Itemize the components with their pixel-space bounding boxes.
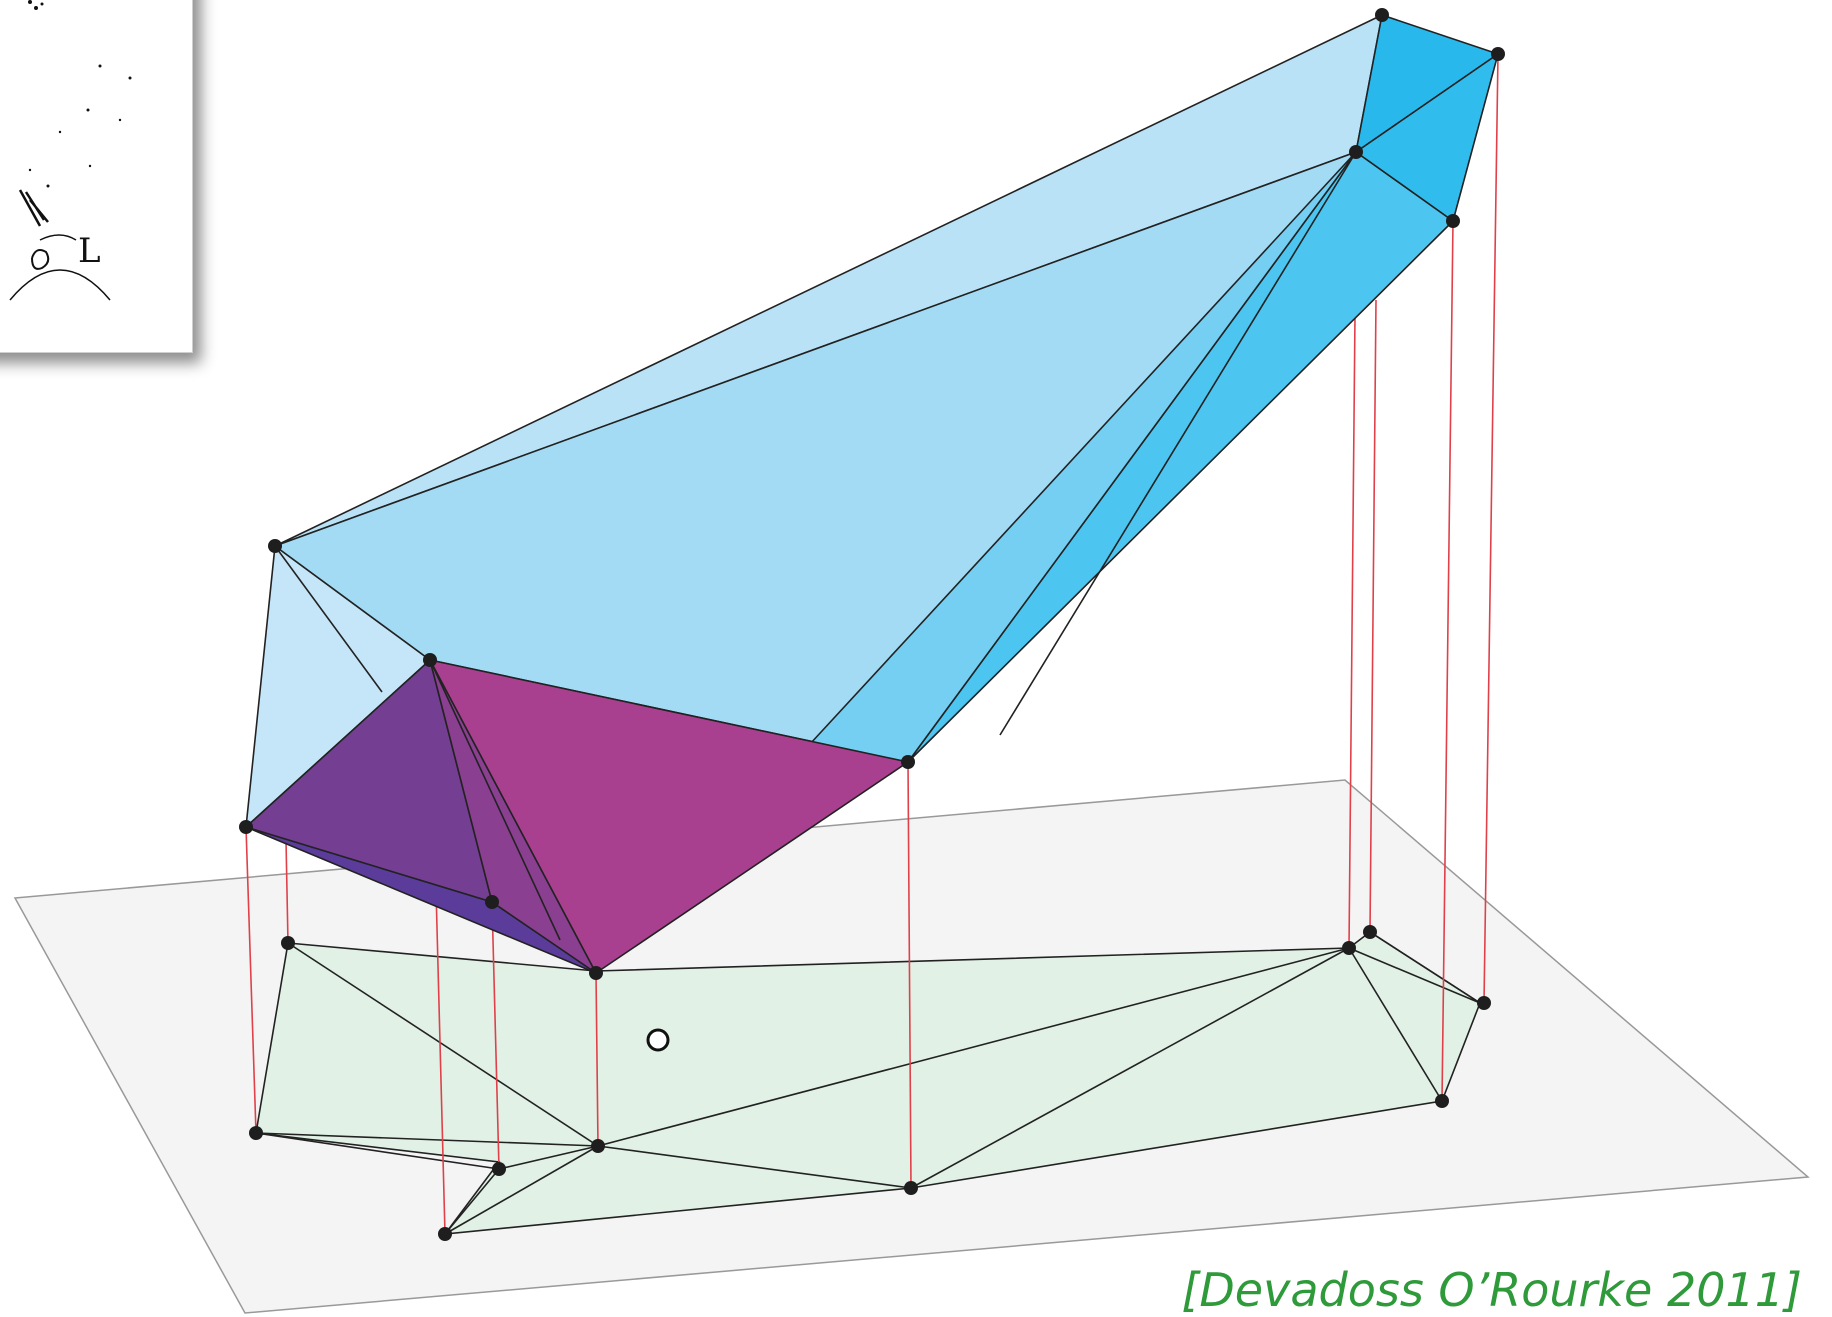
open-point-marker [646, 1028, 670, 1052]
vertex [589, 966, 603, 980]
vertex [591, 1139, 605, 1153]
lifted-upper-hull [245, 14, 1499, 828]
vertex [492, 1162, 506, 1176]
vertex [901, 755, 915, 769]
vertex [1349, 145, 1363, 159]
vertex [1363, 925, 1377, 939]
vertex [281, 936, 295, 950]
citation-text: [Devadoss O’Rourke 2011] [1181, 1263, 1802, 1317]
vertex [1491, 47, 1505, 61]
sketch-label: L [78, 231, 101, 271]
vertex [904, 1181, 918, 1195]
lifted-lower-hull [245, 659, 909, 974]
vertex-points [239, 8, 1505, 1241]
vertex [1446, 214, 1460, 228]
sketch-drawing: L [9, 0, 132, 301]
vertex [423, 653, 437, 667]
vertex [1477, 996, 1491, 1010]
vertex [239, 820, 253, 834]
vertex [1435, 1094, 1449, 1108]
hull-face-end [1355, 53, 1499, 222]
lower-face-magenta [429, 659, 909, 974]
projected-triangulation-edges [255, 931, 1481, 1235]
vertex [268, 539, 282, 553]
lifting-lines [245, 53, 1499, 1235]
historical-sketch-inset: L [0, 0, 193, 353]
vertex [485, 895, 499, 909]
vertex [438, 1227, 452, 1241]
vertex [249, 1126, 263, 1140]
vertex [1375, 8, 1389, 22]
vertex [1342, 941, 1356, 955]
